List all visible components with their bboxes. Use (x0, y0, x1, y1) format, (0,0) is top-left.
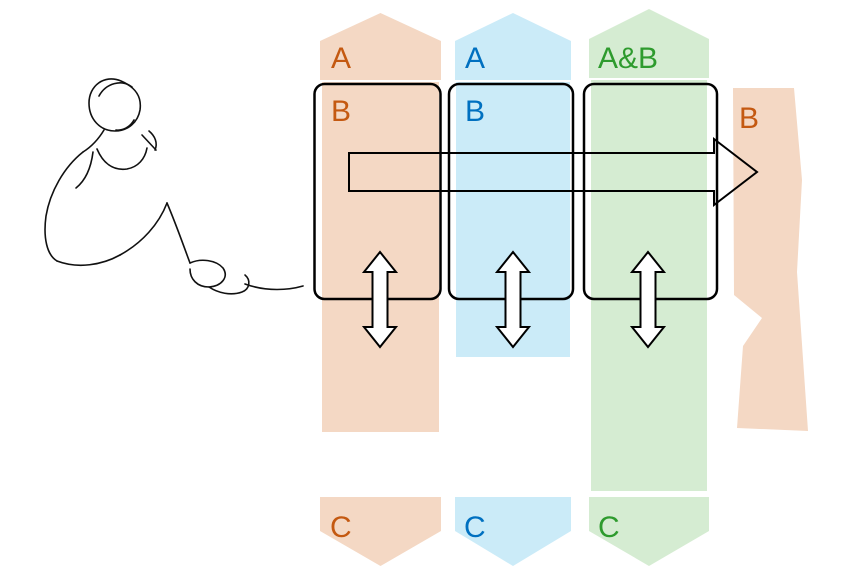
label-b-col1: B (331, 95, 351, 128)
label-a-col2: A (465, 42, 485, 75)
person-ground-line (244, 283, 304, 291)
column-3-top-arrow (589, 9, 709, 78)
horizontal-flow-arrow (348, 136, 759, 208)
person-shoe-1 (189, 259, 226, 288)
person-thigh (119, 202, 168, 256)
right-band-ribbon (733, 88, 808, 431)
label-b-col2: B (465, 95, 485, 128)
person-head (88, 78, 142, 132)
column-3-bottom-chevron (589, 497, 709, 566)
label-c-col2: C (464, 511, 486, 544)
person-arm (96, 147, 148, 171)
updown-arrow-3 (629, 250, 667, 349)
updown-arrow-1 (361, 250, 399, 349)
label-ab-col3: A&B (598, 42, 658, 75)
person-chin (115, 119, 135, 131)
label-c-col3: C (598, 511, 620, 544)
label-a-col1: A (331, 42, 351, 75)
person-line-art (44, 78, 304, 295)
person-seat (56, 254, 121, 267)
column-2-top-arrow (455, 13, 571, 80)
column-1-top-arrow (320, 13, 441, 80)
person-shin (166, 202, 191, 264)
person-hair (98, 82, 133, 97)
person-neck (82, 129, 105, 153)
person-shoe-2 (208, 274, 250, 295)
column-2-bottom-chevron (455, 497, 571, 566)
updown-arrow-2 (494, 250, 532, 349)
column-1-bottom-chevron (320, 497, 441, 566)
label-c-col1: C (330, 511, 352, 544)
person-back (44, 151, 84, 262)
person-hand-phone (141, 130, 157, 151)
label-b-right: B (739, 102, 759, 135)
person-upper-arm (75, 151, 94, 189)
